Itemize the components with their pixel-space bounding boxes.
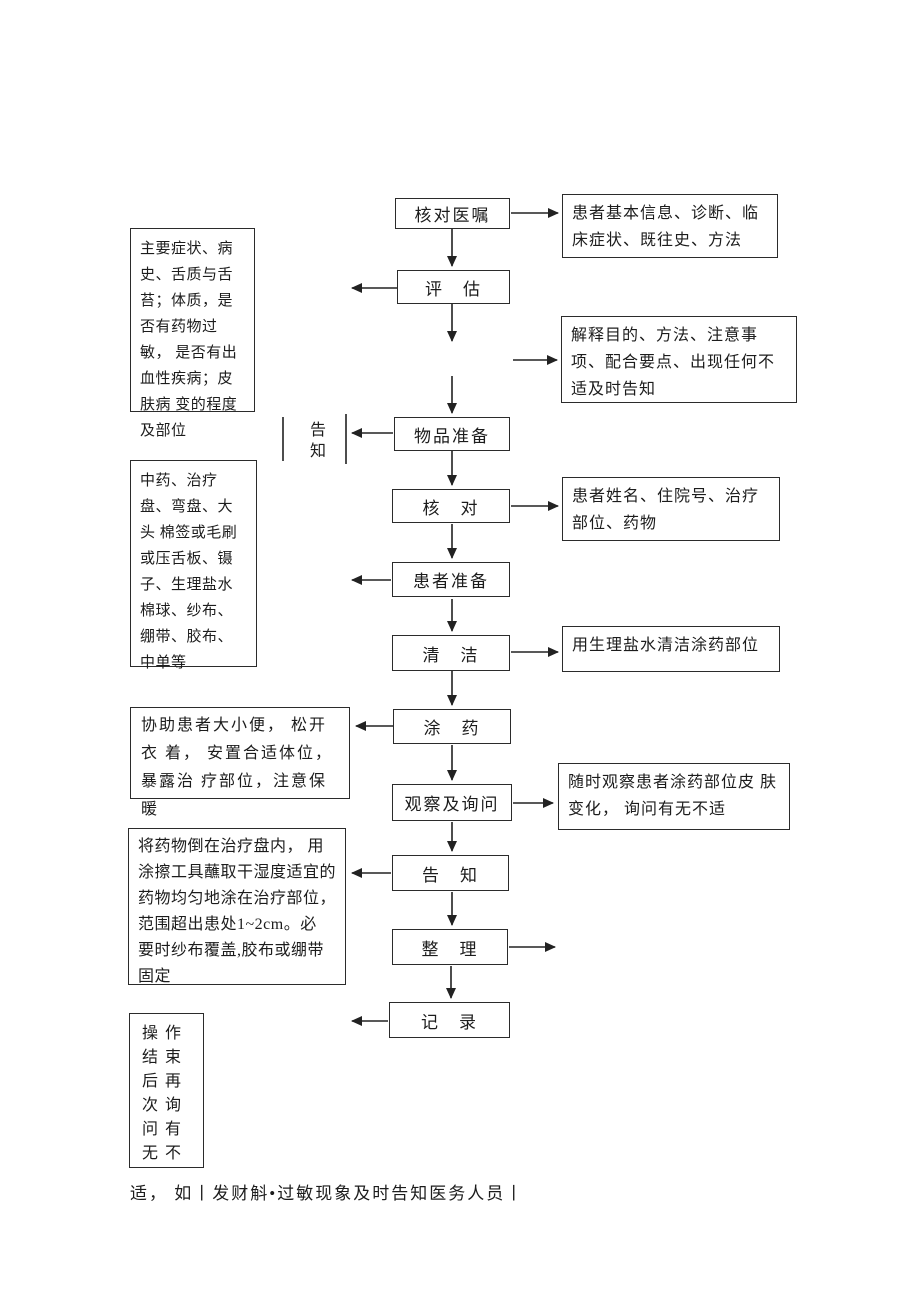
flow-step-record: 记 录 [389,1002,510,1038]
flow-step-tidy-up: 整 理 [392,929,508,965]
flow-step-clean: 清 洁 [392,635,510,671]
note-patient-info: 患者基本信息、诊断、临床症状、既往史、方法 [562,194,778,258]
flow-step-verify-order: 核对医嘱 [395,198,510,229]
flow-step-prepare-items: 物品准备 [394,417,510,451]
side-label-inform: 告知 [309,422,326,460]
note-observe-skin: 随时观察患者涂药部位皮 肤变化， 询问有无不适 [558,763,790,830]
note-supplies-list: 中药、治疗盘、弯盘、大头 棉签或毛刷或压舌板、镊子、生理盐水棉球、纱布、绷带、胶… [130,460,257,671]
flow-step-observe-ask: 观察及询问 [392,784,512,821]
note-after-operation: 操作结束后再次询问有无不 [129,1013,204,1168]
footer-text: 适， 如丨发财斛•过敏现象及时告知医务人员丨 [130,1184,525,1203]
flow-step-inform: 告 知 [392,855,509,891]
note-saline-clean: 用生理盐水清洁涂药部位 [562,626,780,672]
note-check-identity: 患者姓名、住院号、治疗部位、药物 [562,477,780,541]
note-apply-method: 将药物倒在治疗盘内， 用涂擦工具蘸取干湿度适宜的 药物均匀地涂在治疗部位， 范围… [128,828,346,985]
note-assessment-items: 主要症状、病史、舌质与舌 苔；体质，是否有药物过敏， 是否有出血性疾病；皮肤病 … [130,228,255,439]
note-assist-patient: 协助患者大小便， 松开衣 着， 安置合适体位，暴露治 疗部位，注意保暖 [130,707,350,818]
flow-step-assess: 评 估 [397,270,510,304]
flow-step-check: 核 对 [392,489,510,523]
flow-step-apply-med: 涂 药 [393,709,511,744]
flow-step-patient-prep: 患者准备 [392,562,510,597]
note-explain-purpose: 解释目的、方法、注意事项、配合要点、出现任何不适及时告知 [561,316,797,403]
